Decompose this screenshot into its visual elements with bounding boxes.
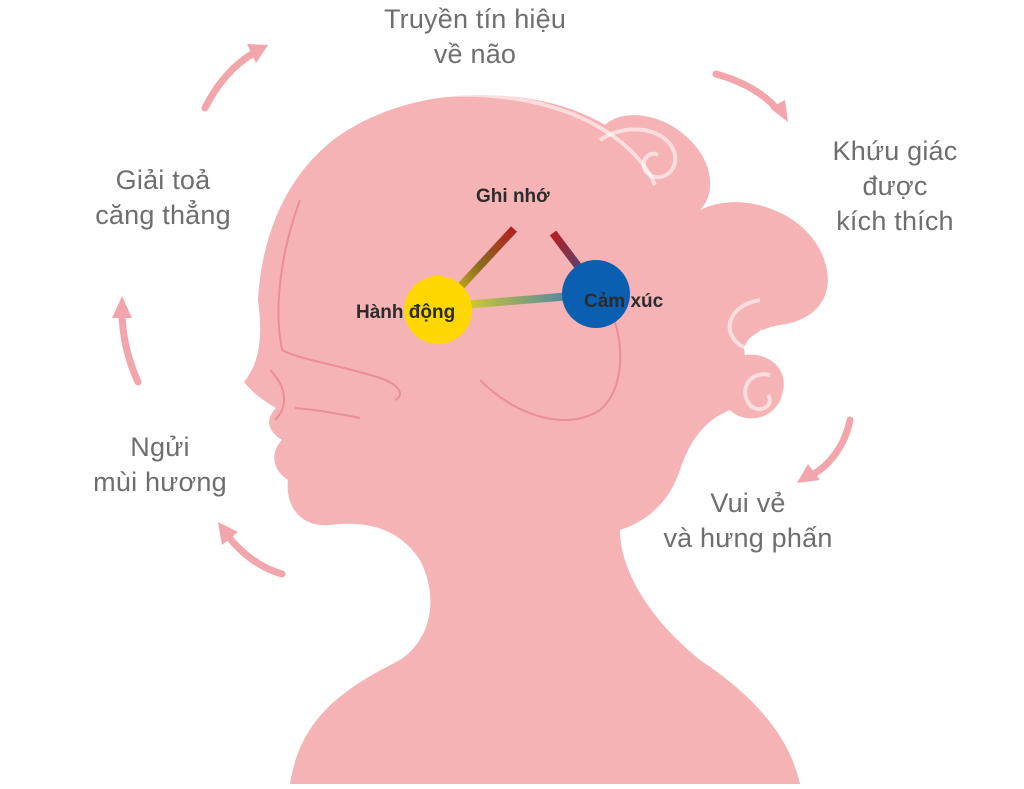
label-line: Truyền tín hiệu [383,4,567,34]
action-node [404,276,472,344]
brain-connections [404,226,630,344]
label-line: và hưng phấn [663,523,833,553]
arrow-head-icon [112,296,132,318]
label-line: Ngửi [130,432,190,462]
emotion-label: Cảm xúc [584,291,664,312]
label-joy-excitement: Vui vẻ và hưng phấn [648,486,848,556]
action-label: Hành động [356,302,456,323]
memory-label: Ghi nhớ [476,186,550,207]
arrow-head-icon [797,464,820,483]
cycle-arrows [112,44,854,578]
label-line: Vui vẻ [710,488,786,518]
arrow-smell-to-joy [808,416,854,479]
head-silhouette [244,92,828,784]
arrow-head-icon [247,44,268,63]
label-stress-relief: Giải toả căng thẳng [78,163,248,233]
label-line: Giải toả [115,165,211,195]
arrow-relief-to-signal [201,48,259,112]
arrow-signal-to-smell [712,70,782,114]
emotion-node [562,260,630,328]
arrow-head-icon [218,522,238,545]
label-line: Khứu giác [832,136,958,166]
arrow-head-icon [770,100,788,122]
label-line: căng thẳng [95,200,231,230]
label-line: về não [433,39,517,69]
label-sniff-scent: Ngửi mùi hương [70,430,250,500]
label-signal-to-brain: Truyền tín hiệu về não [360,2,590,72]
label-line: kích thích [836,206,954,236]
label-line: được [862,171,928,201]
link-action-emotion [449,291,585,310]
label-line: mùi hương [93,467,227,497]
arrow-joy-to-sniff [224,532,286,578]
arrow-sniff-to-relief [118,306,142,386]
label-smell-stimulated: Khứu giác được kích thích [820,134,970,239]
